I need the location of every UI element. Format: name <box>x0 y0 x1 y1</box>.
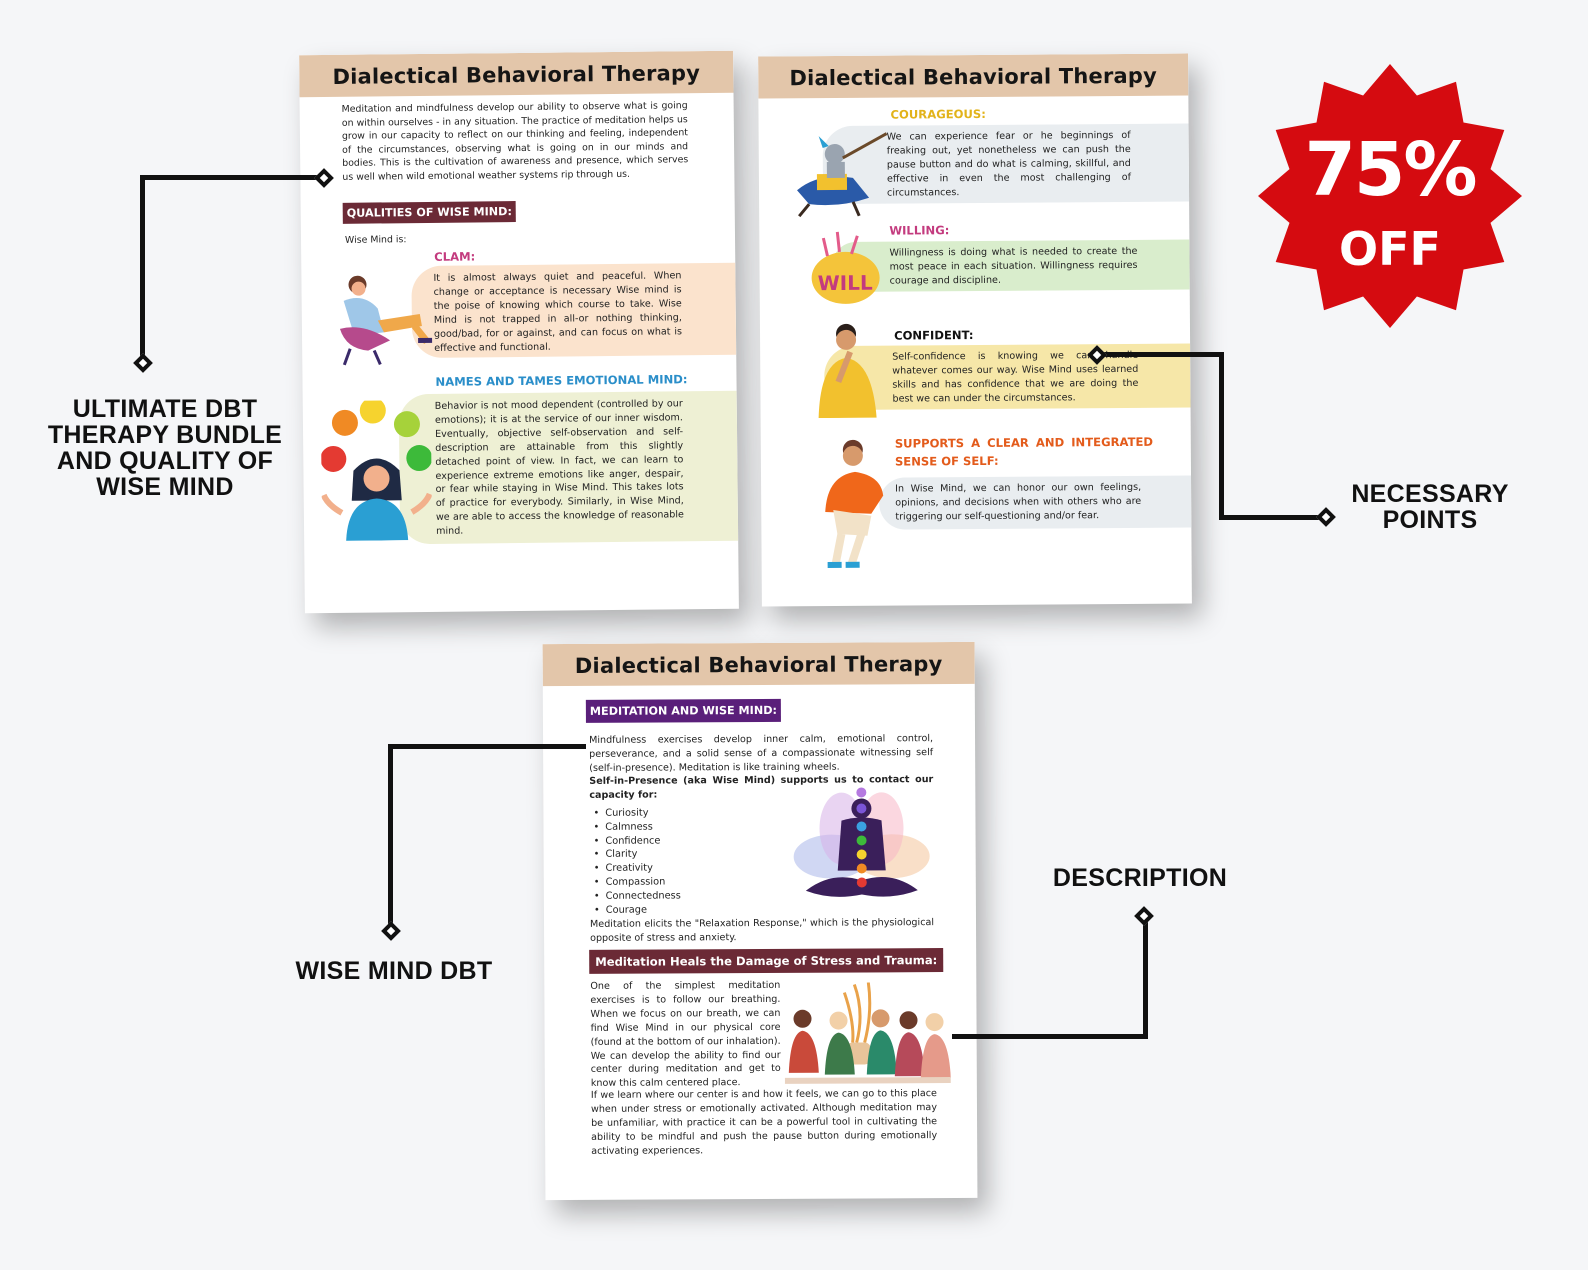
knight-illustration <box>797 132 888 218</box>
bundle-connector-top <box>140 175 326 180</box>
page-two-header: Dialectical Behavioral Therapy <box>758 53 1189 99</box>
description-connector-dot <box>1134 906 1154 926</box>
bundle-connector-dot-bottom <box>133 353 153 373</box>
capacity-list: Curiosity Calmness Confidence Clarity Cr… <box>589 806 681 917</box>
center-text: If we learn where our center is and how … <box>590 1088 938 1157</box>
description-connector-bottom <box>952 1034 1148 1039</box>
discount-percent: 75% <box>1304 127 1477 213</box>
description-connector-vertical <box>1143 918 1148 1039</box>
wise-mind-connector-dot <box>381 921 401 941</box>
bundle-callout-line: THERAPY BUNDLE <box>47 421 283 449</box>
bundle-connector-vertical <box>140 175 145 361</box>
thinking-man-illustration <box>825 439 884 569</box>
meditation-wise-mind-tag-label: MEDITATION AND WISE MIND: <box>585 698 782 723</box>
courageous-title: COURAGEOUS: <box>890 106 986 122</box>
names-tames-band: Behavior is not mood dependent (controll… <box>398 390 739 545</box>
clam-band: It is almost always quiet and peaceful. … <box>411 262 737 359</box>
description-callout: DESCRIPTION <box>1052 864 1228 892</box>
will-word: WILL <box>818 271 873 295</box>
necessary-callout: NECESSARY POINTS <box>1330 481 1530 533</box>
relaxation-text: Meditation elicits the "Relaxation Respo… <box>589 917 935 944</box>
capacity-item: Calmness <box>605 820 680 834</box>
group-meditation-illustration <box>784 982 951 1084</box>
capacity-item: Creativity <box>605 862 681 876</box>
willing-title: WILLING: <box>889 223 950 238</box>
supports-title-line1: SUPPORTS A CLEAR AND INTEGRATED <box>894 434 1154 451</box>
wise-mind-callout: WISE MIND DBT <box>295 957 493 985</box>
page-one-header: Dialectical Behavioral Therapy <box>299 50 734 98</box>
stress-trauma-tag-label: Meditation Heals the Damage of Stress an… <box>589 948 944 974</box>
bundle-callout-line: AND QUALITY OF <box>56 447 274 475</box>
page-one: Dialectical Behavioral Therapy Meditatio… <box>299 50 739 614</box>
necessary-connector-bottom <box>1219 515 1329 520</box>
emotions-woman-illustration <box>320 399 433 541</box>
necessary-callout-line: POINTS <box>1382 506 1478 534</box>
capacity-item: Confidence <box>605 834 681 848</box>
discount-off: OFF <box>1339 222 1441 276</box>
page-two: Dialectical Behavioral Therapy COURAGEOU… <box>758 53 1192 607</box>
capacity-item: Clarity <box>605 848 681 862</box>
necessary-callout-line: NECESSARY <box>1351 480 1509 508</box>
necessary-connector-top <box>1098 352 1224 357</box>
bundle-callout-line: WISE MIND <box>96 473 234 501</box>
mindfulness-text: Mindfulness exercises develop inner calm… <box>589 733 934 774</box>
relaxing-person-illustration <box>339 275 433 366</box>
clam-text: It is almost always quiet and peaceful. … <box>433 270 683 354</box>
names-tames-title: NAMES AND TAMES EMOTIONAL MIND: <box>435 372 688 389</box>
supports-band: In Wise Mind, we can honor our own feeli… <box>879 475 1192 530</box>
page-one-intro: Meditation and mindfulness develop our a… <box>341 100 689 183</box>
stress-trauma-tag: Meditation Heals the Damage of Stress an… <box>589 948 944 974</box>
meditation-wise-mind-tag: MEDITATION AND WISE MIND: <box>585 698 782 723</box>
qualities-tag-label: QUALITIES OF WISE MIND: <box>342 201 517 224</box>
page-three-header: Dialectical Behavioral Therapy <box>542 641 975 687</box>
wise-mind-connector-vertical <box>388 744 393 926</box>
chakra-meditation-illustration <box>793 787 930 897</box>
will-illustration: WILL <box>811 231 880 304</box>
bundle-callout-line: ULTIMATE DBT <box>72 395 258 423</box>
supports-title-line2: SENSE OF SELF: <box>894 453 999 469</box>
breath-text: One of the simplest meditation exercises… <box>590 979 781 1090</box>
wise-mind-connector-top <box>388 744 586 749</box>
necessary-connector-vertical <box>1219 352 1224 520</box>
confident-man-illustration <box>818 323 877 419</box>
discount-badge: 75% OFF <box>1256 62 1524 330</box>
qualities-tag: QUALITIES OF WISE MIND: <box>342 201 517 224</box>
names-tames-text: Behavior is not mood dependent (controll… <box>434 398 684 538</box>
courageous-text: We can experience fear or he beginnings … <box>886 129 1131 199</box>
page-three: Dialectical Behavioral Therapy MEDITATIO… <box>542 641 978 1201</box>
wise-mind-is: Wise Mind is: <box>344 234 407 246</box>
supports-text: In Wise Mind, we can honor our own feeli… <box>895 481 1142 523</box>
clam-title: CLAM: <box>434 249 476 264</box>
willing-text: Willingness is doing what is needed to c… <box>889 245 1138 287</box>
capacity-item: Compassion <box>606 875 681 889</box>
starburst-shape <box>1258 64 1522 328</box>
capacity-item: Curiosity <box>605 806 680 820</box>
capacity-item: Courage <box>606 903 681 917</box>
confident-title: CONFIDENT: <box>893 328 974 343</box>
capacity-item: Connectedness <box>606 889 681 903</box>
bundle-callout: ULTIMATE DBT THERAPY BUNDLE AND QUALITY … <box>30 396 300 500</box>
